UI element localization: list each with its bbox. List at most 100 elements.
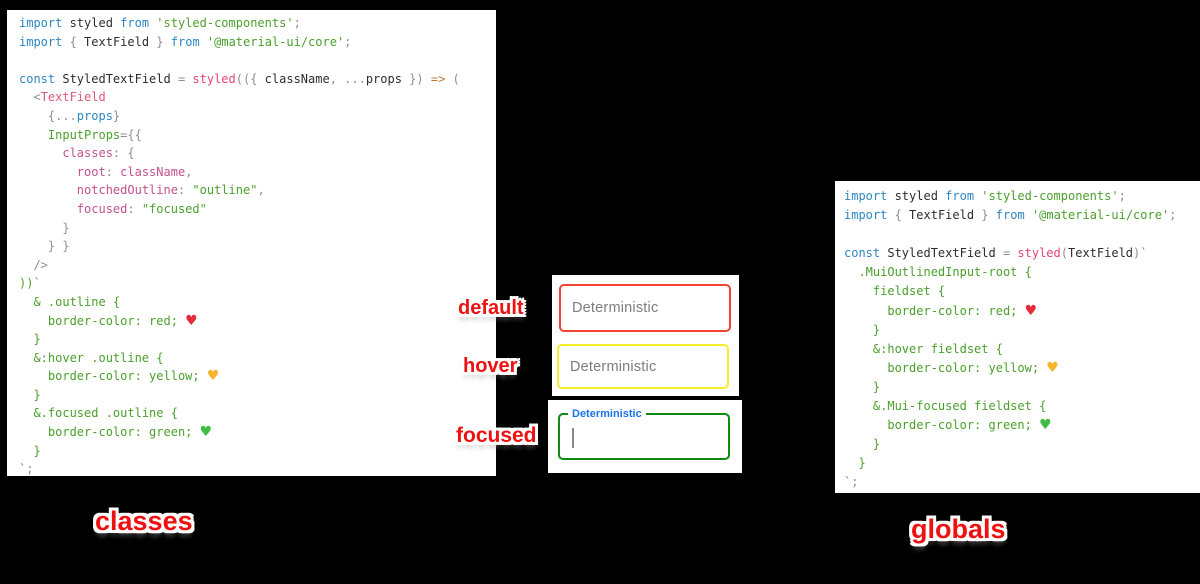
textfield-focused[interactable]: Deterministic xyxy=(558,407,730,460)
code-token: } xyxy=(844,379,881,394)
code-token: &.Mui-focused fieldset { xyxy=(844,399,1047,414)
code-line: } xyxy=(19,442,496,461)
code-token: ))` xyxy=(19,276,41,291)
code-token: } xyxy=(19,220,70,235)
code-token: import xyxy=(844,208,888,223)
code-token: TextField xyxy=(84,34,150,49)
code-token: border-color: green; xyxy=(19,425,200,440)
code-line: .MuiOutlinedInput-root { xyxy=(844,263,1200,282)
code-token: {... xyxy=(19,108,77,123)
code-line: /> xyxy=(19,256,496,275)
code-token: root xyxy=(19,164,106,179)
code-token: ; xyxy=(1169,208,1177,223)
code-token: } xyxy=(844,322,881,337)
code-line: } xyxy=(19,219,496,238)
code-line: } xyxy=(844,321,1200,340)
caption-globals: globals xyxy=(911,514,1006,544)
code-token: : xyxy=(105,164,121,179)
code-token: &:hover fieldset { xyxy=(844,341,1003,356)
code-line: InputProps={{ xyxy=(19,126,496,145)
code-token: ` xyxy=(1140,246,1148,261)
code-token: const xyxy=(19,71,56,86)
code-token: ; xyxy=(293,16,301,30)
code-token: < xyxy=(19,90,41,105)
code-token: => xyxy=(430,71,446,86)
code-token: styled xyxy=(192,71,236,86)
code-token: StyledTextField xyxy=(55,71,178,86)
code-token: ; xyxy=(1118,189,1126,203)
code-token: } xyxy=(19,443,41,458)
state-label-hover: hover xyxy=(463,355,518,377)
code-token: className xyxy=(264,71,330,86)
code-token: "focused" xyxy=(141,201,207,216)
code-line: } xyxy=(844,435,1200,454)
code-line: const StyledTextField = styled(TextField… xyxy=(844,244,1200,263)
state-label-focused: focused xyxy=(456,424,537,447)
code-token: } xyxy=(844,456,866,471)
code-token: import xyxy=(19,16,63,30)
code-token: ; xyxy=(26,462,34,477)
code-token: , xyxy=(257,183,265,198)
code-token: } xyxy=(112,108,121,123)
code-line: &:hover fieldset { xyxy=(844,340,1200,359)
code-token: ` xyxy=(844,475,852,490)
code-token: } } xyxy=(19,239,70,254)
code-line: } } xyxy=(19,237,496,256)
textfield-placeholder: Deterministic xyxy=(572,300,659,316)
code-token: import xyxy=(19,34,63,49)
code-line: &.focused .outline { xyxy=(19,404,496,423)
heart-green-icon: ♥ xyxy=(1039,417,1052,434)
code-line: border-color: green; ♥ xyxy=(19,423,496,442)
state-label-default: default xyxy=(458,297,524,319)
code-token: const xyxy=(844,246,881,261)
heart-red-icon: ♥ xyxy=(1024,302,1038,319)
code-token: ) xyxy=(1133,246,1141,261)
code-token: 'styled-components' xyxy=(974,189,1119,203)
code-token: = xyxy=(177,71,193,86)
code-token: }) xyxy=(401,71,431,86)
code-token: 'styled-components' xyxy=(149,16,294,30)
code-token: focused xyxy=(19,201,128,216)
code-token: ; xyxy=(851,475,859,490)
code-token: } xyxy=(19,387,41,402)
code-token: from xyxy=(945,189,975,203)
heart-red-icon: ♥ xyxy=(185,312,198,329)
code-token: & .outline { xyxy=(19,294,121,309)
code-token: } xyxy=(19,332,41,347)
code-token: import xyxy=(844,189,888,203)
code-token: ; xyxy=(344,34,352,49)
code-token: styled xyxy=(62,16,121,30)
code-line xyxy=(19,51,496,70)
code-token: props xyxy=(76,108,113,123)
code-token: styled xyxy=(1017,246,1061,261)
code-token: TextField xyxy=(40,90,106,105)
code-line: border-color: yellow; ♥ xyxy=(19,367,496,386)
code-panel-globals: import styled from 'styled-components';i… xyxy=(835,181,1200,493)
code-line: } xyxy=(19,330,496,349)
code-line: border-color: red; ♥ xyxy=(844,302,1200,321)
heart-yellow-icon: ♥ xyxy=(1046,359,1059,376)
code-token: "outline" xyxy=(192,183,258,198)
code-line: } xyxy=(844,378,1200,397)
caption-classes: classes xyxy=(95,506,193,536)
code-line: focused: "focused" xyxy=(19,200,496,219)
code-token: StyledTextField xyxy=(880,246,1003,261)
code-line xyxy=(844,225,1200,244)
code-line: `; xyxy=(844,473,1200,492)
code-token: '@material-ui/core' xyxy=(199,34,345,49)
code-token: { xyxy=(887,208,910,223)
code-token: /> xyxy=(19,257,48,272)
code-token: className xyxy=(120,164,186,179)
code-line: import styled from 'styled-components'; xyxy=(844,187,1200,206)
code-token: ` xyxy=(19,462,27,477)
textfield-hover[interactable]: Deterministic xyxy=(557,344,729,389)
code-line: border-color: red; ♥ xyxy=(19,312,496,331)
code-token: props xyxy=(365,71,402,86)
code-line: {...props} xyxy=(19,107,496,126)
code-token: } xyxy=(149,34,171,49)
code-token: TextField xyxy=(909,208,975,223)
code-token: : { xyxy=(112,146,135,161)
code-line: import { TextField } from '@material-ui/… xyxy=(844,206,1200,225)
textfield-default[interactable]: Deterministic xyxy=(559,284,731,332)
code-line: <TextField xyxy=(19,88,496,107)
